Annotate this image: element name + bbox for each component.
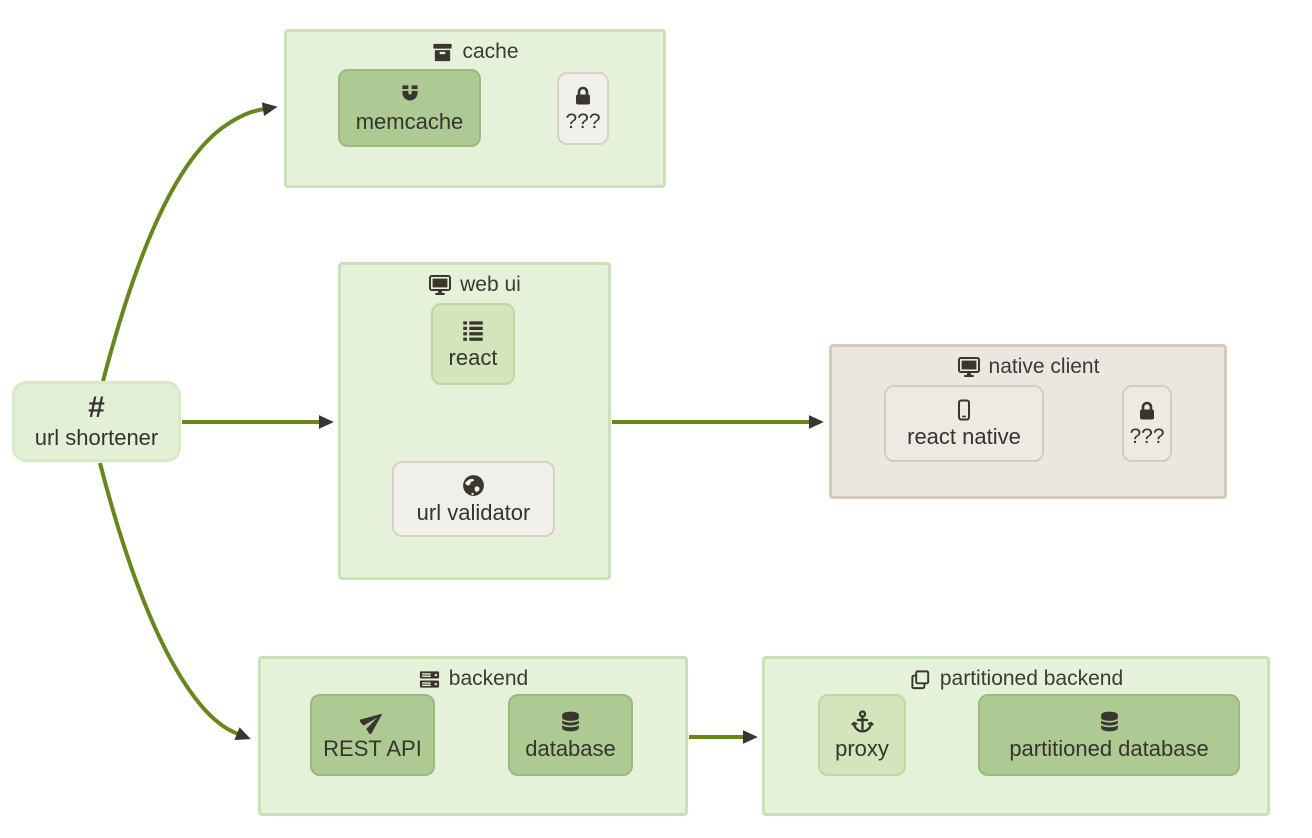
group-cache-title: cache xyxy=(287,40,663,64)
hash-icon: # xyxy=(88,390,105,424)
group-label: partitioned backend xyxy=(939,667,1124,690)
lock-icon xyxy=(576,86,590,104)
node-native-unknown: ??? xyxy=(1122,385,1172,462)
group-native-client-title: native client xyxy=(832,355,1224,379)
node-partitioned-database: partitioned database xyxy=(978,694,1240,776)
edge-root-to-cache xyxy=(101,102,278,382)
node-label: url validator xyxy=(416,499,531,525)
node-rest-api: REST API xyxy=(310,694,435,776)
archive-icon xyxy=(433,43,453,61)
node-label: url shortener xyxy=(34,424,159,450)
magnet-icon xyxy=(401,85,418,101)
node-label: react xyxy=(448,345,498,370)
list-icon xyxy=(463,321,483,341)
group-label: backend xyxy=(448,667,529,690)
server-icon xyxy=(419,670,439,688)
database-icon xyxy=(1100,711,1118,731)
monitor-icon xyxy=(957,357,980,377)
group-web-ui-title: web ui xyxy=(341,273,608,297)
edge-root-to-backend xyxy=(98,462,251,741)
node-react: react xyxy=(431,303,515,385)
node-label: REST API xyxy=(323,736,422,761)
node-proxy: proxy xyxy=(818,694,906,776)
group-backend-title: backend xyxy=(261,667,685,691)
group-label: cache xyxy=(462,40,519,63)
node-label: partitioned database xyxy=(1009,735,1209,761)
node-label: database xyxy=(525,735,616,761)
group-label: web ui xyxy=(460,273,521,296)
monitor-icon xyxy=(429,275,452,295)
node-label: ??? xyxy=(1129,424,1165,448)
anchor-icon xyxy=(850,709,874,732)
node-cache-unknown: ??? xyxy=(557,72,609,145)
node-react-native: react native xyxy=(884,385,1044,462)
node-label: memcache xyxy=(355,109,464,134)
lock-icon xyxy=(1140,401,1154,419)
group-label: native client xyxy=(988,355,1100,378)
node-memcache: memcache xyxy=(338,69,481,147)
paper-plane-icon xyxy=(359,713,382,734)
database-icon xyxy=(561,711,580,731)
node-url-shortener: # url shortener xyxy=(12,381,181,462)
copy-icon xyxy=(911,669,929,689)
node-label: react native xyxy=(907,423,1021,449)
globe-icon xyxy=(463,474,484,496)
node-label: proxy xyxy=(835,735,889,761)
node-url-validator: url validator xyxy=(392,461,555,537)
mobile-icon xyxy=(958,399,970,420)
node-database: database xyxy=(508,694,633,776)
group-partitioned-backend-title: partitioned backend xyxy=(765,667,1267,691)
node-label: ??? xyxy=(565,109,601,133)
